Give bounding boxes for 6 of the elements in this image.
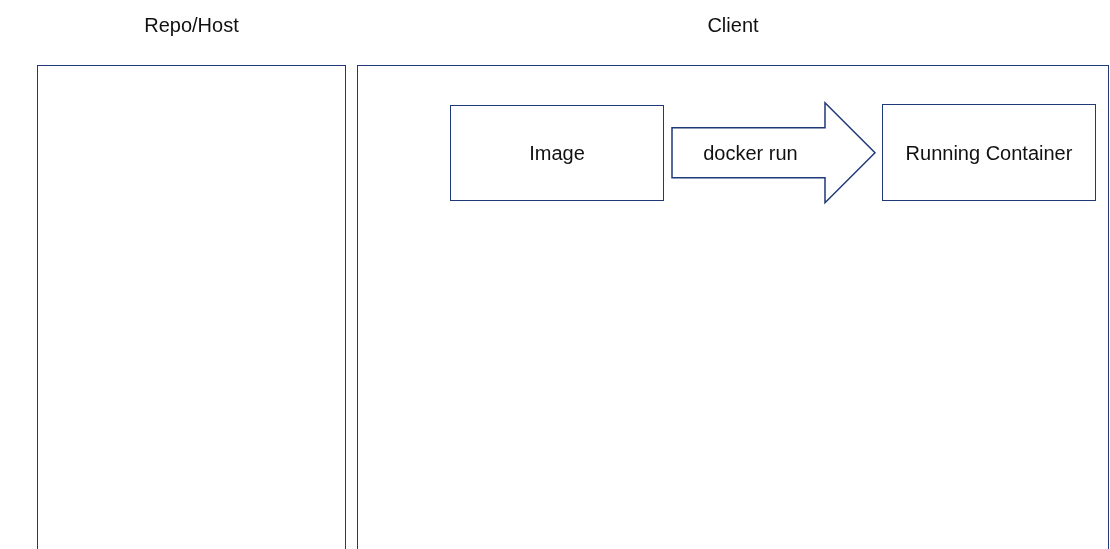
panel-heading: Client	[706, 14, 760, 37]
process-box: Running Container	[882, 104, 1096, 201]
panel-heading: Repo/Host	[143, 14, 240, 37]
process-box: Image	[450, 105, 664, 201]
edge-label: docker run	[703, 141, 798, 165]
block-arrow	[671, 100, 877, 205]
